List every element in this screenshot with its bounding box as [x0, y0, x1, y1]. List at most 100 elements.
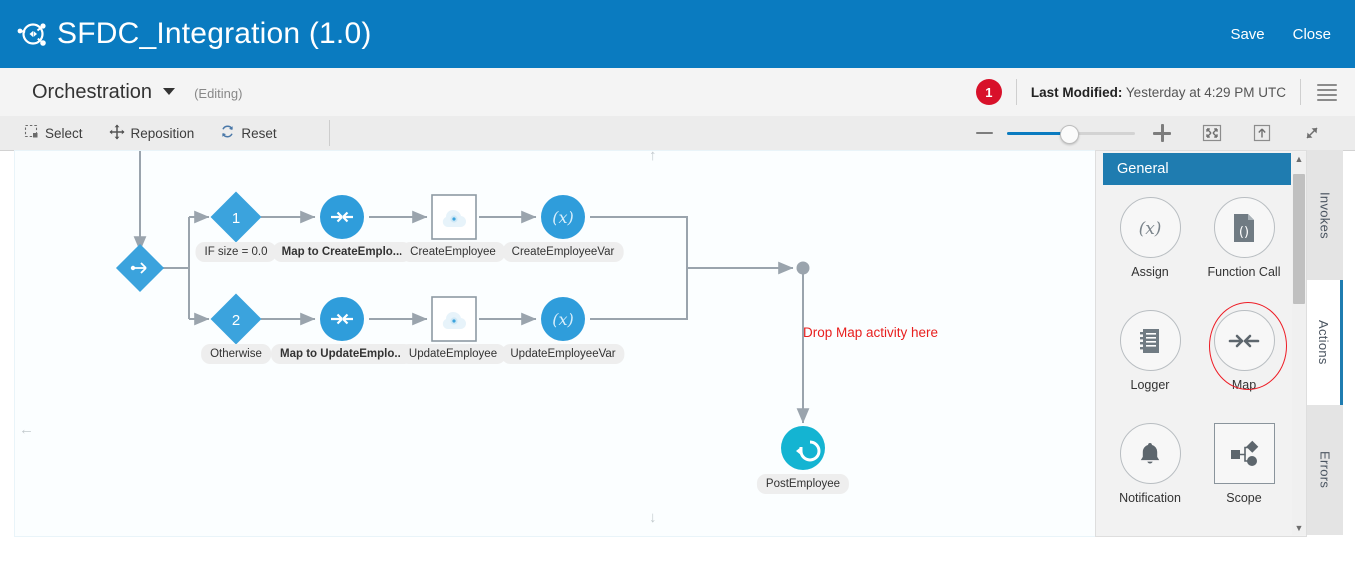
hamburger-menu-icon[interactable]: [1315, 80, 1339, 105]
select-tool-button[interactable]: Select: [24, 124, 83, 142]
palette-item-scope[interactable]: Scope: [1197, 417, 1291, 530]
tab-actions-label: Actions: [1316, 320, 1331, 365]
divider: [328, 120, 330, 146]
flow-graph: 1 2: [115, 151, 825, 470]
palette-item-label: Logger: [1130, 378, 1170, 392]
tab-actions[interactable]: Actions: [1307, 280, 1343, 405]
divider: [1300, 79, 1301, 105]
scroll-left-arrow[interactable]: ←: [19, 421, 34, 438]
zoom-minus-icon[interactable]: [976, 131, 993, 135]
assign-node-create-var: (x): [541, 195, 585, 239]
node-label-update-employee: UpdateEmployee: [399, 344, 507, 364]
node-label-update-employee-var: UpdateEmployeeVar: [501, 344, 625, 364]
drop-activity-hint: Drop Map activity here: [803, 325, 939, 340]
header-actions: Save Close: [1230, 26, 1355, 43]
merge-node: [796, 261, 810, 275]
map-node-create: [320, 195, 364, 239]
view-title: Orchestration: [32, 80, 153, 103]
orchestration-canvas[interactable]: ↑ ↓ ←: [14, 150, 1096, 537]
node-label-post-employee: PostEmployee: [756, 474, 850, 494]
scrollbar-up-arrow[interactable]: ▲: [1294, 153, 1304, 164]
zoom-slider-fill: [1007, 132, 1069, 135]
node-label-map-create: Map to CreateEmplo...: [272, 242, 412, 262]
reset-tool-button[interactable]: Reset: [220, 124, 277, 142]
last-modified-label: Last Modified:: [1030, 84, 1123, 100]
sub-header-right: 1 Last Modified: Yesterday at 4:29 PM UT…: [975, 79, 1355, 105]
marquee-select-icon: [24, 124, 39, 142]
palette-items: (x) Assign () Function Call: [1103, 191, 1291, 526]
node-label-create-employee-var: CreateEmployeeVar: [502, 242, 624, 262]
reset-tool-label: Reset: [241, 125, 277, 141]
node-label-branch1: IF size = 0.0: [195, 242, 277, 262]
save-button[interactable]: Save: [1230, 25, 1265, 43]
zoom-slider[interactable]: [1007, 125, 1135, 144]
refresh-icon: [220, 124, 235, 142]
activity-palette: General (x) Assign (): [1095, 150, 1307, 537]
palette-scrollbar[interactable]: ▲ ▼: [1292, 152, 1306, 535]
bell-icon: [1119, 423, 1181, 484]
scroll-down-arrow[interactable]: ↓: [649, 509, 657, 526]
export-up-arrow-icon[interactable]: [1251, 122, 1273, 144]
svg-text:(x): (x): [1139, 219, 1162, 239]
zoom-controls: [962, 122, 1355, 144]
zoom-plus-icon[interactable]: [1153, 124, 1171, 142]
invoke-node-update-employee: [431, 296, 477, 342]
branch-node-2: 2: [210, 293, 262, 345]
canvas-toolbar: Select Reposition: [0, 116, 1355, 151]
palette-item-logger[interactable]: Logger: [1103, 304, 1197, 417]
scrollbar-down-arrow[interactable]: ▼: [1294, 522, 1304, 533]
palette-item-function-call[interactable]: () Function Call: [1197, 191, 1291, 304]
close-button[interactable]: Close: [1292, 25, 1331, 43]
reposition-tool-label: Reposition: [130, 125, 195, 141]
node-label-map-update: Map to UpdateEmplo...: [271, 344, 413, 364]
canvas-tools: Select Reposition: [0, 120, 330, 146]
status-badge[interactable]: 1: [975, 79, 1002, 105]
editing-state-label: (Editing): [194, 85, 243, 101]
scroll-up-arrow[interactable]: ↑: [649, 150, 657, 164]
palette-item-map[interactable]: Map: [1197, 302, 1291, 417]
fit-to-screen-icon[interactable]: [1201, 122, 1223, 144]
zoom-slider-thumb[interactable]: [1060, 125, 1079, 144]
tab-errors[interactable]: Errors: [1307, 405, 1343, 535]
palette-item-label: Map: [1231, 378, 1257, 392]
node-label-branch2: Otherwise: [201, 344, 271, 364]
tab-invokes[interactable]: Invokes: [1307, 150, 1343, 280]
function-call-icon: (): [1213, 197, 1275, 258]
move-cross-icon: [109, 124, 125, 143]
scrollbar-thumb[interactable]: [1293, 174, 1305, 304]
svg-text:(x): (x): [552, 208, 574, 227]
reply-node-post-employee: [781, 426, 825, 470]
palette-section-header[interactable]: General: [1103, 153, 1291, 185]
palette-item-label: Notification: [1119, 491, 1181, 505]
tab-errors-label: Errors: [1317, 451, 1333, 489]
svg-text:(): (): [1239, 225, 1249, 240]
palette-item-label: Function Call: [1207, 265, 1281, 279]
assign-node-update-var: (x): [541, 297, 585, 341]
map-arrows-icon: [1213, 310, 1275, 371]
last-modified-value: Yesterday at 4:29 PM UTC: [1125, 84, 1286, 100]
palette-item-label: Assign: [1131, 265, 1169, 279]
right-tab-strip: Invokes Actions Errors: [1307, 150, 1343, 535]
logger-icon: [1119, 310, 1181, 371]
branch-node-1: 1: [210, 191, 262, 243]
app-header: SFDC_Integration (1.0) Save Close: [0, 0, 1355, 68]
brand: SFDC_Integration (1.0): [0, 17, 372, 51]
integration-logo-icon: [16, 18, 48, 50]
palette-item-notification[interactable]: Notification: [1103, 417, 1197, 530]
node-label-create-employee: CreateEmployee: [401, 242, 505, 262]
scope-icon: [1213, 423, 1275, 484]
palette-item-assign[interactable]: (x) Assign: [1103, 191, 1197, 304]
palette-item-label: Scope: [1226, 491, 1262, 505]
view-selector[interactable]: Orchestration (Editing): [0, 81, 242, 104]
divider: [1015, 79, 1017, 105]
svg-text:2: 2: [232, 312, 240, 329]
page-title: SFDC_Integration (1.0): [57, 17, 372, 50]
chevron-down-icon[interactable]: [163, 87, 176, 95]
switch-node: [115, 243, 165, 293]
expand-diagonal-icon[interactable]: [1301, 122, 1323, 144]
invoke-node-create-employee: [431, 194, 477, 240]
map-node-update: [320, 297, 364, 341]
select-tool-label: Select: [45, 125, 83, 141]
reposition-tool-button[interactable]: Reposition: [109, 124, 195, 143]
assign-x-icon: (x): [1119, 197, 1181, 258]
